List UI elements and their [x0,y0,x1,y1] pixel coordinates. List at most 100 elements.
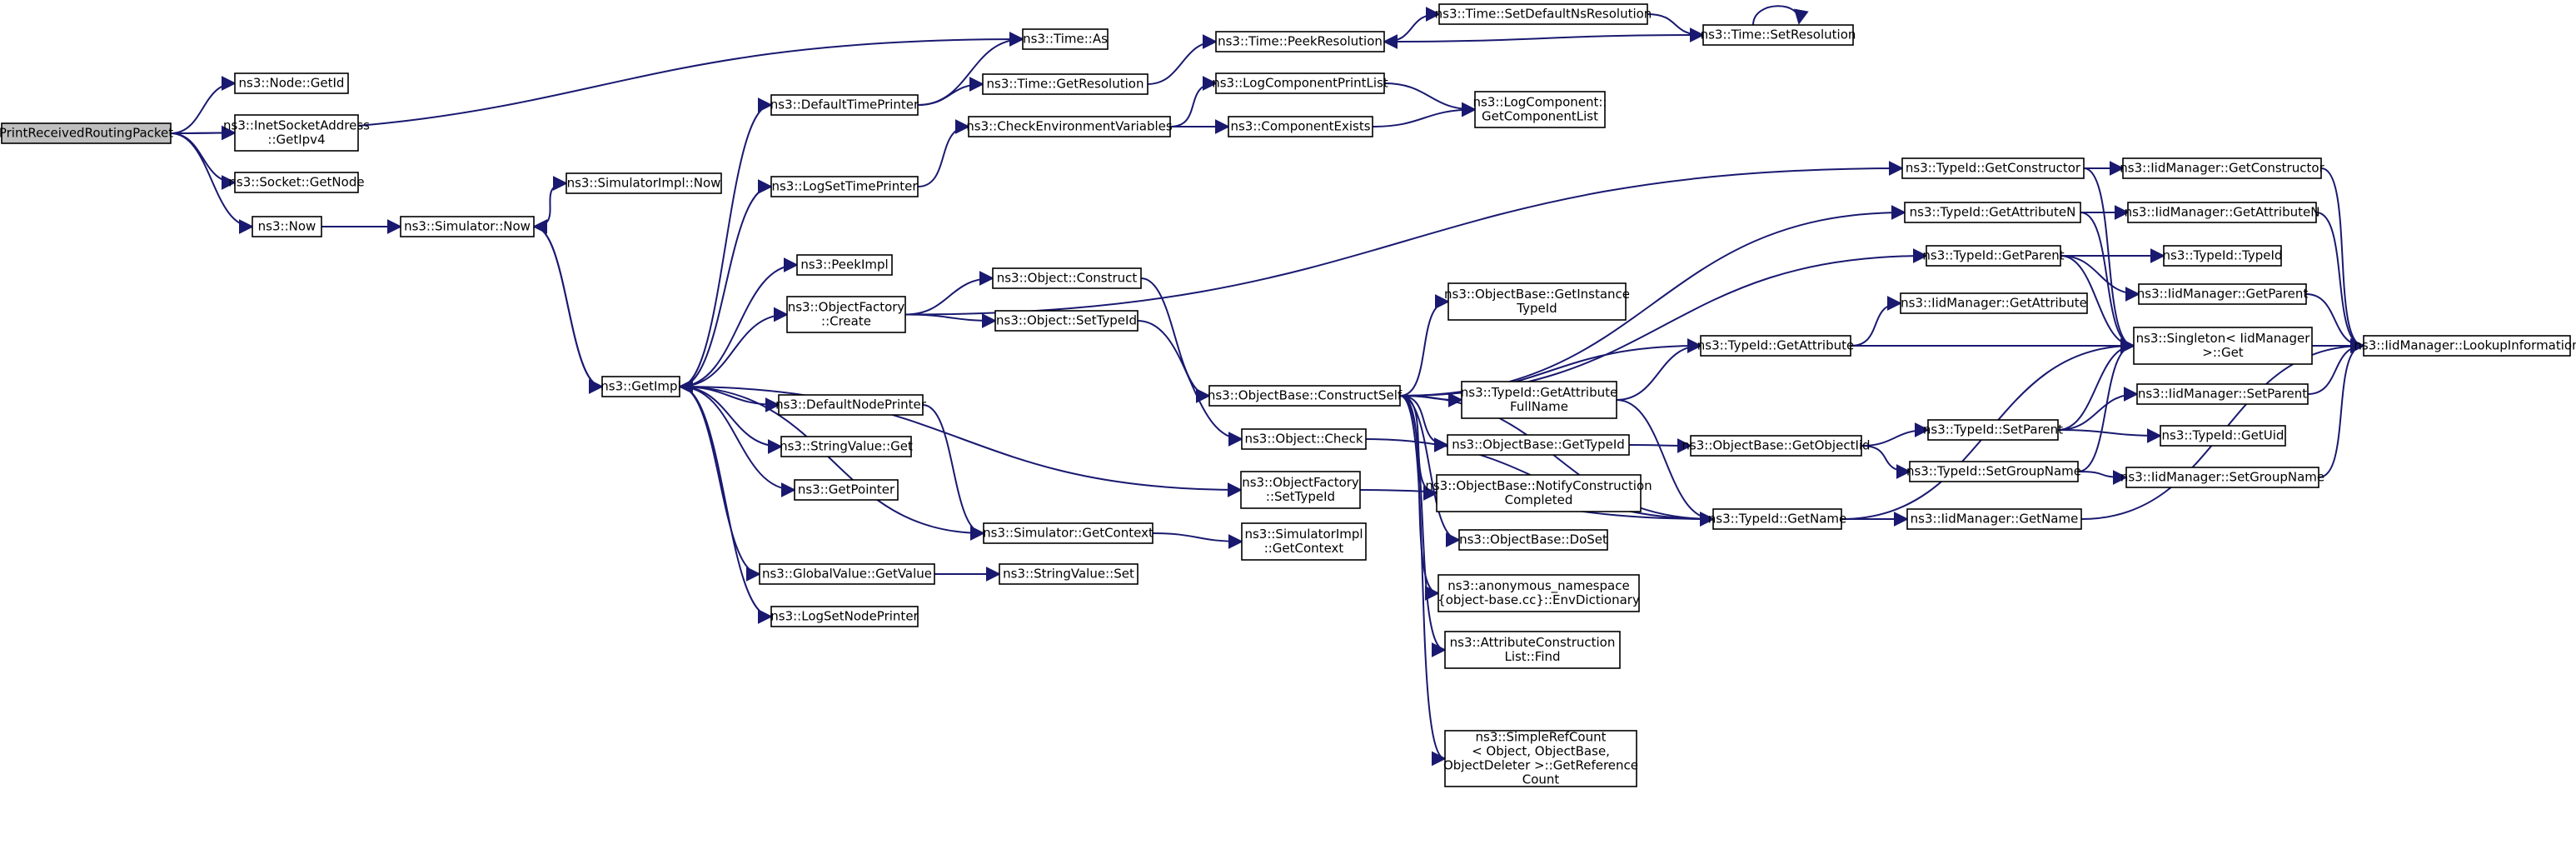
node-label: ns3::TypeId::GetAttribute [1461,385,1617,400]
node-label: ns3::ObjectBase::ConstructSelf [1208,388,1403,403]
node-iidSetParent[interactable]: ns3::IidManager::SetParent [2136,383,2309,405]
node-typeIdGetAttributeN[interactable]: ns3::TypeId::GetAttributeN [1904,202,2081,223]
node-label: ns3::SimpleRefCount [1476,730,1607,745]
node-defaultTimePrinter[interactable]: ns3::DefaultTimePrinter [770,94,919,116]
node-label: ns3::TypeId::GetName [1708,512,1846,527]
node-label: ns3::Node::GetId [239,76,345,91]
node-typeIdSetGroupName[interactable]: ns3::TypeId::SetGroupName [1906,461,2081,482]
node-logComponentPrintList[interactable]: ns3::LogComponentPrintList [1212,72,1388,94]
node-box [1712,508,1842,530]
edge-objFactoryCreate-to-objectConstruct [904,271,994,316]
node-objectSetTypeId[interactable]: ns3::Object::SetTypeId [994,310,1139,332]
node-simNow[interactable]: ns3::Simulator::Now [400,216,535,237]
node-label: ns3::AttributeConstruction [1450,635,1616,650]
node-typeIdGetParent[interactable]: ns3::TypeId::GetParent [1922,245,2065,267]
edge-objBaseConstructSelf-to-objBaseGetTypeId [1399,395,1449,452]
node-typeIdTypeId[interactable]: ns3::TypeId::TypeId [2163,245,2283,267]
node-label: ns3::Time::SetResolution [1701,27,1856,42]
node-nodeGetId[interactable]: ns3::Node::GetId [234,72,349,94]
edge-getImpl-to-simNow [532,219,603,387]
edge-iidSetGroupName-to-iidLookupInformation [2318,338,2365,478]
node-label: ns3::IidManager::GetAttributeN [2125,205,2320,220]
node-box [2163,245,2282,267]
node-iidGetParent[interactable]: ns3::IidManager::GetParent [2137,283,2309,305]
node-getImpl[interactable]: ns3::GetImpl [600,376,681,397]
node-inetGetIpv4[interactable]: ns3::InetSocketAddress::GetIpv4 [223,114,370,152]
node-objFactoryCreate[interactable]: ns3::ObjectFactory::Create [786,296,906,333]
node-label: ns3::Time::PeekResolution [1218,34,1383,49]
node-box [252,216,322,237]
node-label: ns3::TypeId::SetGroupName [1906,464,2081,479]
node-getPointer[interactable]: ns3::GetPointer [794,479,899,501]
node-box [770,606,919,627]
node-timeSetDefaultNsRes[interactable]: ns3::Time::SetDefaultNsResolution [1435,3,1652,25]
node-objectConstruct[interactable]: ns3::Object::Construct [992,267,1142,289]
node-label: ns3::IidManager::LookupInformation [2354,338,2576,353]
node-iidGetAttribute[interactable]: ns3::IidManager::GetAttribute [1900,292,2088,314]
node-stringValueGet[interactable]: ns3::StringValue::Get [780,436,913,457]
node-timePeekResolution[interactable]: ns3::Time::PeekResolution [1215,31,1385,52]
node-simImplGetContext[interactable]: ns3::SimulatorImpl::GetContext [1241,522,1367,561]
node-box [994,310,1139,332]
node-objFactorySetTypeId[interactable]: ns3::ObjectFactory::SetTypeId [1240,471,1361,509]
node-iidLookupInformation[interactable]: ns3::IidManager::LookupInformation [2354,335,2576,357]
node-label: ns3::TypeId::GetAttributeN [1910,205,2076,220]
node-iidSetGroupName[interactable]: ns3::IidManager::SetGroupName [2120,467,2324,488]
node-componentExists[interactable]: ns3::ComponentExists [1228,116,1373,137]
node-typeIdGetConstructor[interactable]: ns3::TypeId::GetConstructor [1901,157,2085,179]
node-label: ns3::ObjectBase::NotifyConstruction [1425,478,1652,493]
node-simpleRefCount[interactable]: ns3::SimpleRefCount< Object, ObjectBase,… [1443,730,1638,787]
node-socketGetNode[interactable]: ns3::Socket::GetNode [228,172,365,193]
node-typeIdGetName[interactable]: ns3::TypeId::GetName [1708,508,1846,530]
node-objBaseConstructSelf[interactable]: ns3::ObjectBase::ConstructSelf [1208,385,1403,407]
node-peekImpl[interactable]: ns3::PeekImpl [796,254,893,276]
node-iidGetConstructor[interactable]: ns3::IidManager::GetConstructor [2120,157,2325,179]
edge-logComponentPrintList-to-logComponentGetList [1383,82,1477,117]
node-objBaseGetObjectIid[interactable]: ns3::ObjectBase::GetObjectIid [1682,435,1871,457]
node-logSetTimePrinter[interactable]: ns3::LogSetTimePrinter [770,176,919,197]
node-stringValueSet[interactable]: ns3::StringValue::Set [999,563,1139,585]
node-iidGetAttributeN[interactable]: ns3::IidManager::GetAttributeN [2125,202,2320,223]
node-objectCheck[interactable]: ns3::Object::Check [1241,428,1367,450]
node-box [1926,245,2061,267]
node-objBaseNotifyConstruction[interactable]: ns3::ObjectBase::NotifyConstructionCompl… [1425,474,1652,512]
node-defaultNodePrinter[interactable]: ns3::DefaultNodePrinter [775,394,927,416]
node-logComponentGetList[interactable]: ns3::LogComponent::GetComponentList [1473,91,1607,128]
node-typeIdGetUid[interactable]: ns3::TypeId::GetUid [2160,425,2286,447]
node-label: >::Get [2202,345,2244,360]
edge-componentExists-to-logComponentGetList [1372,102,1477,127]
node-label: Completed [1505,492,1573,507]
edge-timeSetResolution-to-timeSetResolution [1752,5,1809,26]
node-typeIdSetParent[interactable]: ns3::TypeId::SetParent [1923,419,2063,441]
node-root[interactable]: PrintReceivedRoutingPacket [0,122,173,144]
node-objBaseDoSet[interactable]: ns3::ObjectBase::DoSet [1458,529,1608,551]
node-box [992,267,1142,289]
node-typeIdGetAttribute[interactable]: ns3::TypeId::GetAttribute [1697,335,1854,357]
node-label: ObjectDeleter >::GetReference [1443,758,1638,773]
node-singletonGet[interactable]: ns3::Singleton< IidManager>::Get [2133,327,2313,365]
edge-getImpl-to-globalValueGetValue [679,386,761,582]
node-timeSetResolution[interactable]: ns3::Time::SetResolution [1701,24,1856,46]
node-envDictionary[interactable]: ns3::anonymous_namespace{object-base.cc}… [1437,574,1640,612]
node-now[interactable]: ns3::Now [252,216,322,237]
node-simImplNow[interactable]: ns3::SimulatorImpl::Now [566,172,722,194]
node-label: ns3::IidManager::SetParent [2138,387,2307,402]
node-label: ns3::DefaultNodePrinter [775,397,927,412]
node-logSetNodePrinter[interactable]: ns3::LogSetNodePrinter [770,606,919,627]
node-objBaseGetTypeId[interactable]: ns3::ObjectBase::GetTypeId [1447,434,1630,456]
edge-getImpl-to-defaultTimePrinter [679,97,773,387]
node-label: ns3::TypeId::GetUid [2162,428,2285,443]
node-checkEnvVars[interactable]: ns3::CheckEnvironmentVariables [966,116,1173,137]
edge-timeSetDefaultNsRes-to-timeSetResolution [1647,13,1705,42]
node-timeGetResolution[interactable]: ns3::Time::GetResolution [982,73,1148,95]
node-box [1702,24,1854,46]
node-iidGetName[interactable]: ns3::IidManager::GetName [1906,508,2082,530]
edge-typeIdSetGroupName-to-iidSetGroupName [2077,469,2128,485]
node-globalValueGetValue[interactable]: ns3::GlobalValue::GetValue [759,563,935,585]
node-timeAs[interactable]: ns3::Time::As [1022,28,1109,50]
node-simGetContext[interactable]: ns3::Simulator::GetContext [983,522,1153,544]
node-label: ns3::IidManager::GetConstructor [2120,161,2324,176]
